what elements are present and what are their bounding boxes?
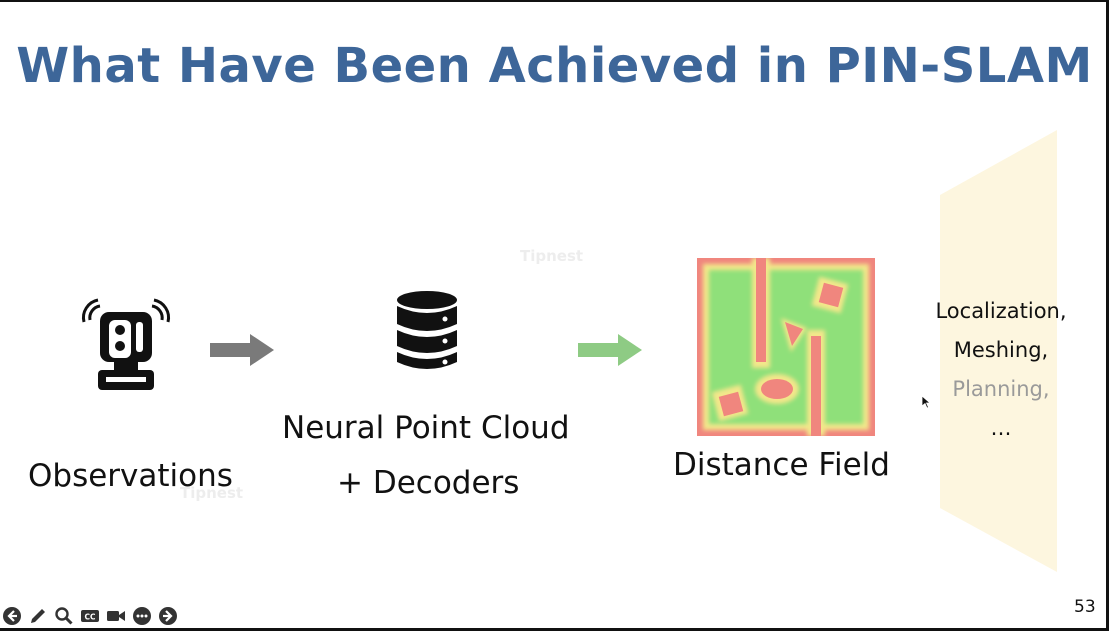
gray-arrow-icon: [210, 334, 274, 366]
decoders-label: + Decoders: [337, 465, 520, 501]
pen-icon[interactable]: [28, 606, 48, 626]
applications-panel: [940, 130, 1057, 572]
neural-point-cloud-label: Neural Point Cloud: [282, 410, 570, 446]
watermark: Tipnest: [180, 484, 244, 502]
applications-list: Localization, Meshing, Planning, …: [915, 292, 1087, 448]
captions-icon[interactable]: CC: [80, 606, 100, 626]
more-icon[interactable]: [132, 606, 152, 626]
mouse-cursor-icon: [921, 395, 931, 409]
distance-field-image: [697, 258, 875, 436]
watermark: Tipnest: [520, 247, 584, 265]
application-ellipsis: …: [990, 416, 1012, 440]
next-icon[interactable]: [158, 606, 178, 626]
presentation-toolbar: CC: [2, 606, 178, 626]
frame-bottom-border: [0, 628, 1109, 631]
page-number: 53: [1074, 597, 1096, 617]
slide-title: What Have Been Achieved in PIN-SLAM: [16, 38, 1093, 94]
frame-right-border: [1106, 0, 1109, 631]
robot-icon: [82, 298, 170, 390]
green-arrow-icon: [578, 334, 642, 366]
video-icon[interactable]: [106, 606, 126, 626]
observations-label: Observations: [28, 458, 233, 494]
application-meshing: Meshing,: [953, 338, 1049, 362]
database-icon: [397, 291, 457, 369]
application-localization: Localization,: [935, 299, 1067, 323]
application-planning: Planning,: [952, 377, 1050, 401]
zoom-icon[interactable]: [54, 606, 74, 626]
frame-top-border: [0, 0, 1109, 2]
previous-icon[interactable]: [2, 606, 22, 626]
distance-field-label: Distance Field: [673, 447, 890, 483]
svg-text:CC: CC: [84, 613, 96, 622]
